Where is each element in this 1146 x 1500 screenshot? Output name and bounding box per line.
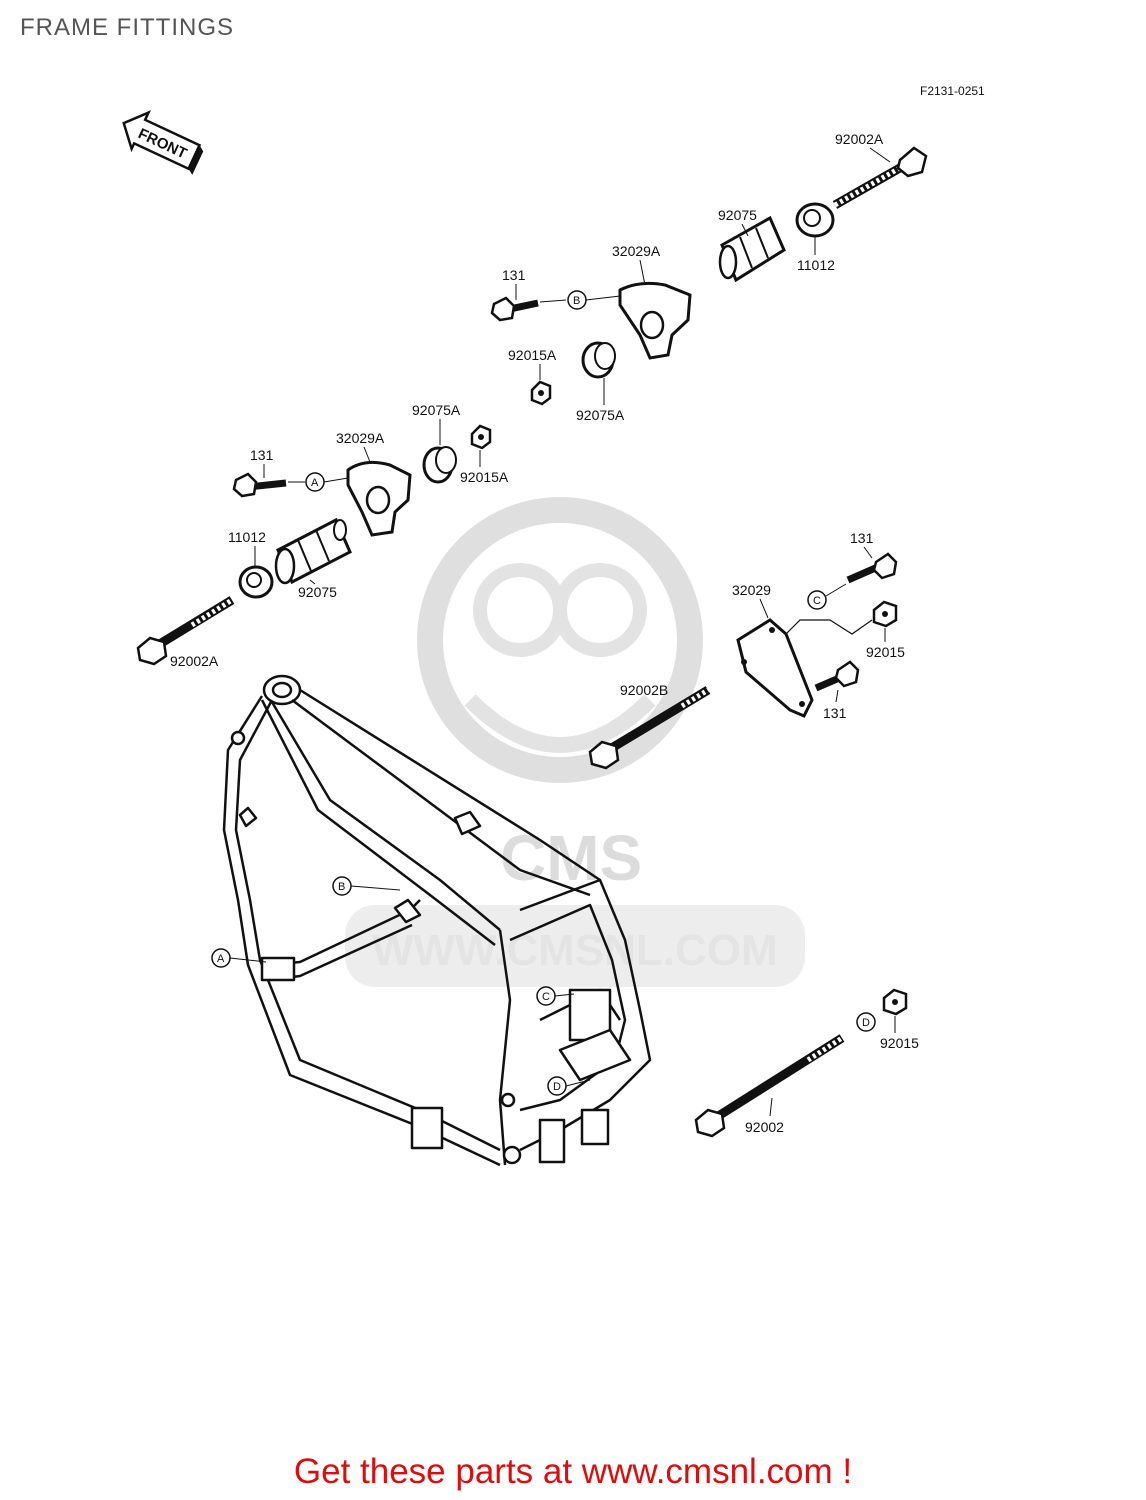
collar-11012-mid-icon <box>238 565 274 599</box>
label-92015-right: 92015 <box>866 644 905 660</box>
callout-c-right: C <box>813 595 821 607</box>
label-92015A-top: 92015A <box>508 347 557 363</box>
watermark-brand: CMS <box>500 822 642 894</box>
rubber-92075A-top-icon <box>581 341 616 379</box>
label-11012-mid: 11012 <box>228 529 266 545</box>
bracket-32029-right-icon <box>736 618 873 718</box>
label-92002A-mid: 92002A <box>170 653 219 669</box>
callout-a-mid: A <box>311 477 319 489</box>
rubber-92075-top-icon <box>718 215 786 283</box>
motorcycle-frame-icon <box>222 674 652 1167</box>
watermark-url: WWW.CMSNL.COM <box>372 926 778 975</box>
callout-b-top: B <box>573 295 580 307</box>
label-32029A-top: 32029A <box>612 243 661 259</box>
bolt-92002A-top-icon <box>832 146 928 209</box>
label-131-right-bottom: 131 <box>823 705 847 721</box>
label-92002B-right: 92002B <box>620 682 668 698</box>
label-92002-bottom: 92002 <box>745 1119 784 1135</box>
bolt-92002B-right-icon <box>588 686 711 770</box>
callout-a-frame: A <box>217 953 225 965</box>
front-arrow-icon: FRONT <box>122 110 204 175</box>
label-92075A-top: 92075A <box>576 407 625 423</box>
bracket-32029A-mid-icon <box>346 460 412 537</box>
collar-11012-top-icon <box>795 202 835 238</box>
bolt-131-right-bottom-icon <box>814 660 860 692</box>
bolt-92002A-mid-icon <box>136 596 235 666</box>
nut-92015A-top-icon <box>530 380 552 406</box>
footer-shop-link[interactable]: Get these parts at www.cmsnl.com ! <box>0 1452 1146 1492</box>
callout-d-frame: D <box>553 1081 561 1093</box>
label-32029-right: 32029 <box>732 582 771 598</box>
bolt-92002-bottom-icon <box>694 1034 845 1138</box>
bolt-131-mid-icon <box>232 472 287 498</box>
bracket-32029A-top-icon <box>618 281 692 360</box>
label-92075-mid: 92075 <box>298 584 337 600</box>
page-title: FRAME FITTINGS <box>20 14 234 41</box>
rubber-92075-mid-icon <box>274 517 352 585</box>
label-131-top: 131 <box>502 267 526 283</box>
label-131-right-top: 131 <box>850 530 874 546</box>
label-32029A-mid: 32029A <box>336 430 385 446</box>
nut-92015-bottom-icon <box>882 988 908 1016</box>
label-11012-top: 11012 <box>797 257 835 273</box>
nut-92015-right-icon <box>872 600 898 628</box>
callout-c-frame: C <box>542 991 550 1003</box>
bolt-131-right-top-icon <box>846 552 898 584</box>
label-92002A-top: 92002A <box>835 131 884 147</box>
callout-d-right: D <box>862 1017 870 1029</box>
label-92075A-mid: 92075A <box>412 402 461 418</box>
label-92015-bottom: 92015 <box>880 1035 919 1051</box>
diagram-ref-code: F2131-0251 <box>920 84 985 98</box>
rubber-92075A-mid-icon <box>422 446 457 484</box>
label-92075-top: 92075 <box>718 207 757 223</box>
label-92015A-mid: 92015A <box>460 469 509 485</box>
nut-92015A-mid-icon <box>470 424 492 450</box>
label-131-mid: 131 <box>250 447 274 463</box>
footer-shop-link-text[interactable]: Get these parts at www.cmsnl.com ! <box>293 1452 853 1491</box>
watermark: CMS WWW.CMSNL.COM <box>345 497 805 987</box>
bolt-131-top-icon <box>490 296 539 322</box>
callout-b-frame: B <box>338 881 345 893</box>
